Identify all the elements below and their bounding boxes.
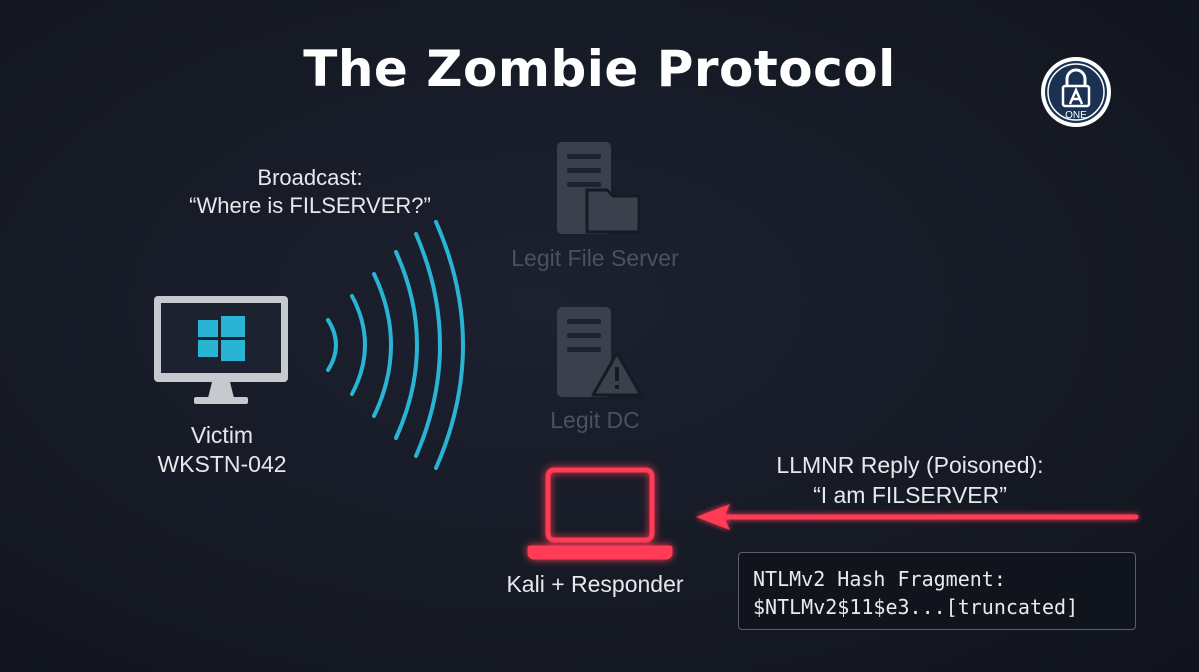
dc-label: Legit DC bbox=[550, 407, 640, 433]
attacker-label: Kali + Responder bbox=[506, 571, 684, 597]
server-folder-icon bbox=[557, 142, 641, 234]
wave-arc-3 bbox=[372, 272, 393, 418]
wave-arc-5 bbox=[414, 232, 442, 458]
wave-arc-4 bbox=[394, 250, 419, 440]
laptop-icon bbox=[527, 467, 673, 560]
reply-line2: “I am FILSERVER” bbox=[813, 482, 1007, 508]
broadcast-waves bbox=[326, 220, 465, 470]
broadcast-line2: “Where is FILSERVER?” bbox=[189, 193, 431, 218]
broadcast-label: Broadcast: “Where is FILSERVER?” bbox=[160, 164, 460, 220]
page-title: The Zombie Protocol bbox=[303, 40, 896, 98]
windows-monitor-icon bbox=[154, 296, 288, 404]
victim-host: WKSTN-042 bbox=[157, 451, 287, 477]
hash-line2: $NTLMv2$11$e3...[truncated] bbox=[753, 595, 1079, 619]
wave-arc-6 bbox=[434, 220, 465, 470]
reply-label: LLMNR Reply (Poisoned): “I am FILSERVER” bbox=[755, 450, 1065, 510]
file-server-label: Legit File Server bbox=[511, 245, 679, 271]
poisoned-reply-arrow bbox=[696, 504, 1139, 530]
wave-arc-1 bbox=[326, 318, 338, 372]
hash-line1: NTLMv2 Hash Fragment: bbox=[753, 567, 1006, 591]
logo-text: ONE bbox=[1065, 110, 1087, 121]
victim-name: Victim bbox=[190, 422, 254, 448]
server-warning-icon bbox=[557, 307, 643, 397]
brand-logo: ONE bbox=[1041, 57, 1111, 127]
hash-fragment-box: NTLMv2 Hash Fragment: $NTLMv2$11$e3...[tr… bbox=[738, 552, 1136, 630]
lock-a-icon: ONE bbox=[1045, 61, 1107, 123]
victim-label: Victim WKSTN-042 bbox=[122, 421, 322, 479]
broadcast-line1: Broadcast: bbox=[257, 165, 363, 190]
reply-line1: LLMNR Reply (Poisoned): bbox=[776, 452, 1044, 478]
wave-arc-2 bbox=[350, 294, 367, 396]
